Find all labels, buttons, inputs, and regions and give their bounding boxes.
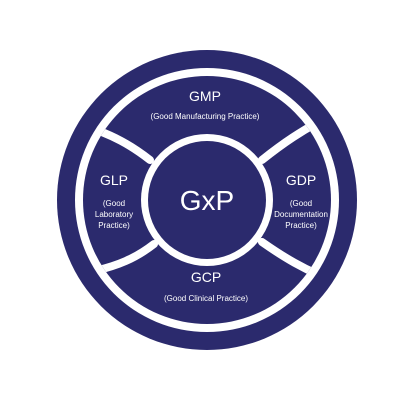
segment-gcp-title: GCP bbox=[191, 269, 221, 285]
segment-gcp-subtitle: (Good Clinical Practice) bbox=[164, 294, 248, 303]
segment-glp-subtitle-line-3: Practice) bbox=[98, 221, 130, 230]
segment-gmp-title: GMP bbox=[189, 88, 221, 104]
segment-glp-subtitle-line-2: Laboratory bbox=[95, 210, 133, 219]
segment-gmp-subtitle: (Good Manufacturing Practice) bbox=[151, 112, 260, 121]
segment-glp-subtitle-line-1: (Good bbox=[103, 199, 125, 208]
segment-gcp: GCP (Good Clinical Practice) bbox=[164, 269, 248, 303]
center-label: GxP bbox=[180, 185, 234, 216]
segment-gdp-subtitle-line-1: (Good bbox=[290, 199, 312, 208]
segment-gdp: GDP (Good Documentation Practice) bbox=[274, 172, 328, 230]
segment-gdp-subtitle-line-3: Practice) bbox=[285, 221, 317, 230]
segment-gdp-title: GDP bbox=[286, 172, 316, 188]
segment-glp: GLP (Good Laboratory Practice) bbox=[95, 172, 133, 230]
segment-gmp: GMP (Good Manufacturing Practice) bbox=[151, 88, 260, 121]
segment-gdp-subtitle-line-2: Documentation bbox=[274, 210, 328, 219]
center-disc bbox=[148, 141, 266, 259]
segment-glp-title: GLP bbox=[100, 172, 128, 188]
